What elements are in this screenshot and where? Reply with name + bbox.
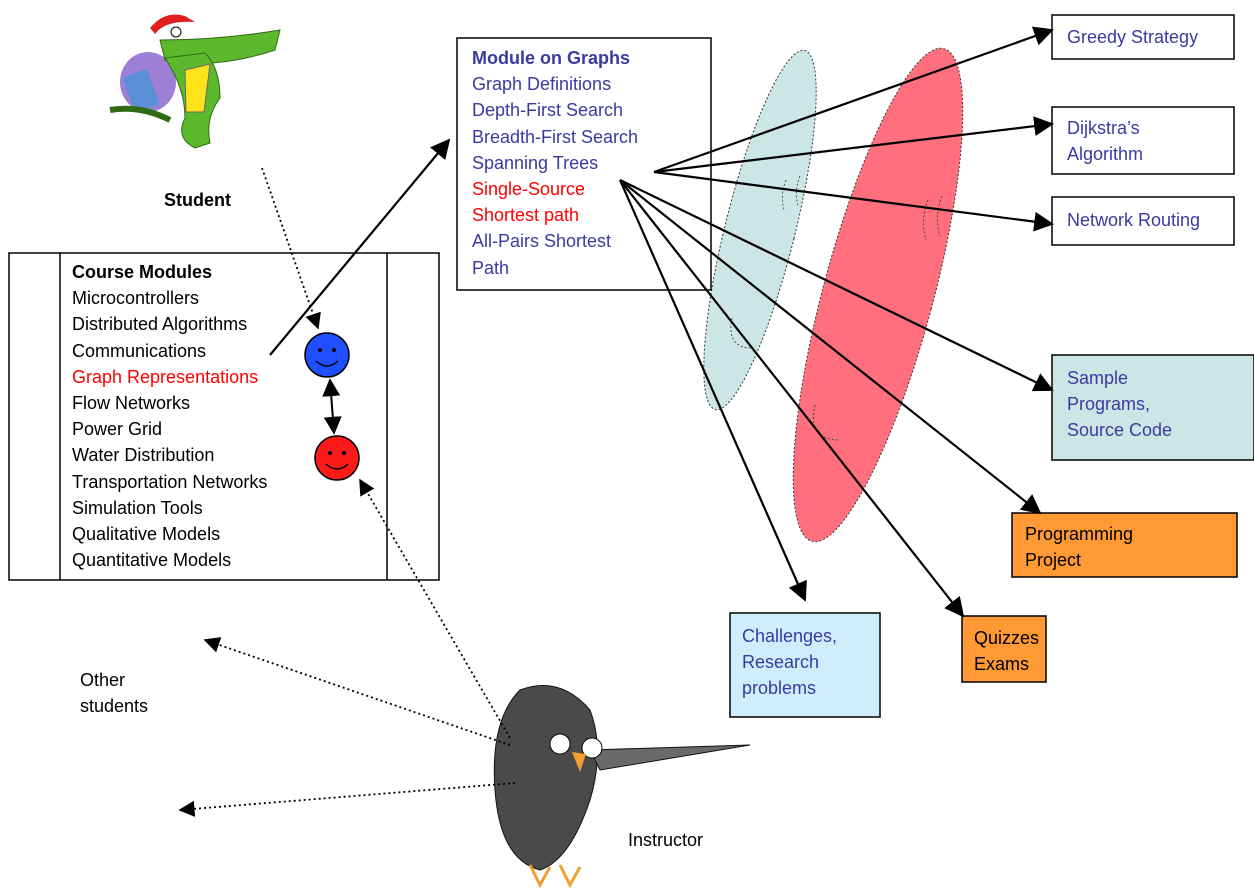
challenges-line-3: problems [742, 678, 817, 698]
course-modules-title: Course Modules [72, 262, 213, 282]
dijkstra-line-2: Algorithm [1067, 144, 1144, 164]
challenges-text: Challenges, Research problems [742, 623, 837, 701]
dijkstra-line-1: Dijkstra’s [1067, 118, 1140, 138]
instructor-label: Instructor [628, 830, 704, 850]
sample-line-1: Sample [1067, 368, 1129, 388]
routing-text: Network Routing [1067, 207, 1200, 233]
dijkstra-text: Dijkstra’s Algorithm [1067, 115, 1143, 167]
quizzes-text: Quizzes Exams [974, 625, 1039, 677]
challenges-line-1: Challenges, [742, 626, 838, 646]
course-module-item: Power Grid [72, 419, 163, 440]
graph-topic-item: Spanning Trees [472, 152, 599, 173]
graph-topic-item: Depth-First Search [472, 100, 624, 121]
sample-text: Sample Programs, Source Code [1067, 365, 1172, 443]
graph-topic-item: All-Pairs Shortest [472, 231, 612, 252]
project-line-1: Programming [1025, 524, 1134, 544]
project-text: Programming Project [1025, 521, 1133, 573]
sample-line-3: Source Code [1067, 420, 1173, 440]
instructor-owl-icon [493, 685, 751, 888]
sample-line-2: Programs, [1067, 394, 1151, 414]
course-module-item: Simulation Tools [72, 497, 203, 518]
course-module-item: Qualitative Models [72, 524, 221, 545]
graph-arrows [269, 26, 1054, 618]
red-smiley-icon [314, 435, 360, 481]
quizzes-line-1: Quizzes [974, 628, 1040, 648]
graph-module-box [456, 37, 712, 291]
programming-project-box [1011, 512, 1238, 578]
graph-topic-item: Graph Definitions [472, 74, 612, 95]
other-students-line-1: Other [80, 670, 126, 690]
course-modules-box [8, 252, 440, 581]
graph-module-title: Module on Graphs [472, 48, 631, 68]
routing-box [1051, 196, 1235, 246]
course-module-item: Graph Representations [72, 366, 259, 387]
course-module-item: Water Distribution [72, 445, 215, 466]
other-students-label: Other students [80, 667, 148, 719]
smiley-link-arrow [322, 378, 342, 435]
other-students-line-2: students [80, 696, 149, 716]
challenges-box [729, 612, 881, 718]
graph-topic-item: Path [472, 257, 510, 278]
graph-topic-item: Single-Source [472, 179, 586, 200]
greedy-box [1051, 14, 1235, 60]
project-line-2: Project [1025, 550, 1082, 570]
student-label: Student [164, 190, 231, 210]
greedy-line: Greedy Strategy [1067, 27, 1199, 47]
course-module-item: Transportation Networks [72, 471, 268, 492]
course-module-item: Communications [72, 340, 207, 361]
pink-ellipse [792, 47, 964, 543]
blue-smiley-icon [304, 332, 350, 378]
course-module-item: Microcontrollers [72, 288, 200, 309]
greedy-text: Greedy Strategy [1067, 24, 1198, 50]
quizzes-box [961, 615, 1047, 683]
sample-programs-box [1051, 354, 1254, 461]
routing-line: Network Routing [1067, 210, 1201, 230]
dotted-arrows [178, 167, 516, 817]
challenges-line-2: Research [742, 652, 820, 672]
graph-topic-item: Shortest path [472, 205, 580, 226]
course-module-item: Quantitative Models [72, 550, 232, 571]
course-module-item: Flow Networks [72, 393, 191, 414]
student-alligator-icon [109, 14, 281, 149]
dijkstra-box [1051, 106, 1235, 175]
graph-topic-item: Breadth-First Search [472, 126, 639, 147]
quizzes-line-2: Exams [974, 654, 1030, 674]
course-module-item: Distributed Algorithms [72, 314, 248, 335]
